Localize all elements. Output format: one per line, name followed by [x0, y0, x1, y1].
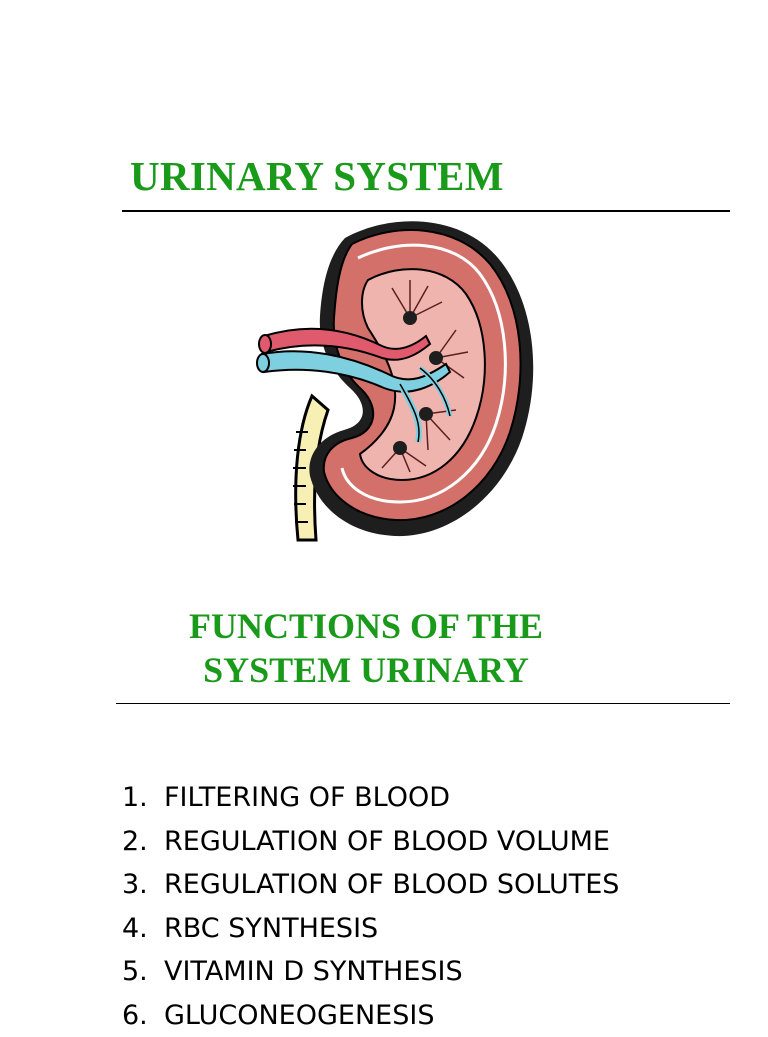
list-item-number: 2.	[122, 820, 164, 864]
list-item: 4.RBC SYNTHESIS	[122, 907, 619, 951]
section-heading: FUNCTIONS OF THE SYSTEM URINARY	[180, 604, 552, 692]
list-item-text: GLUCONEOGENESIS	[164, 1000, 434, 1031]
list-item-text: REGULATION OF BLOOD VOLUME	[164, 826, 610, 857]
page-title: URINARY SYSTEM	[130, 152, 504, 200]
list-item-number: 1.	[122, 776, 164, 820]
list-item-number: 3.	[122, 863, 164, 907]
list-item-number: 4.	[122, 907, 164, 951]
list-item-text: REGULATION OF BLOOD SOLUTES	[164, 869, 619, 900]
section-divider	[116, 703, 730, 704]
list-item: 6.GLUCONEOGENESIS	[122, 994, 619, 1037]
section-heading-line2: SYSTEM URINARY	[180, 648, 552, 692]
list-item-text: RBC SYNTHESIS	[164, 913, 378, 944]
kidney-illustration	[250, 218, 540, 544]
title-divider	[122, 210, 730, 212]
list-item-text: FILTERING OF BLOOD	[164, 782, 450, 813]
list-item: 1.FILTERING OF BLOOD	[122, 776, 619, 820]
list-item: 2.REGULATION OF BLOOD VOLUME	[122, 820, 619, 864]
list-item: 5.VITAMIN D SYNTHESIS	[122, 950, 619, 994]
functions-list: 1.FILTERING OF BLOOD 2.REGULATION OF BLO…	[122, 776, 619, 1037]
list-item: 3.REGULATION OF BLOOD SOLUTES	[122, 863, 619, 907]
list-item-number: 5.	[122, 950, 164, 994]
list-item-text: VITAMIN D SYNTHESIS	[164, 956, 463, 987]
list-item-number: 6.	[122, 994, 164, 1037]
section-heading-line1: FUNCTIONS OF THE	[180, 604, 552, 648]
